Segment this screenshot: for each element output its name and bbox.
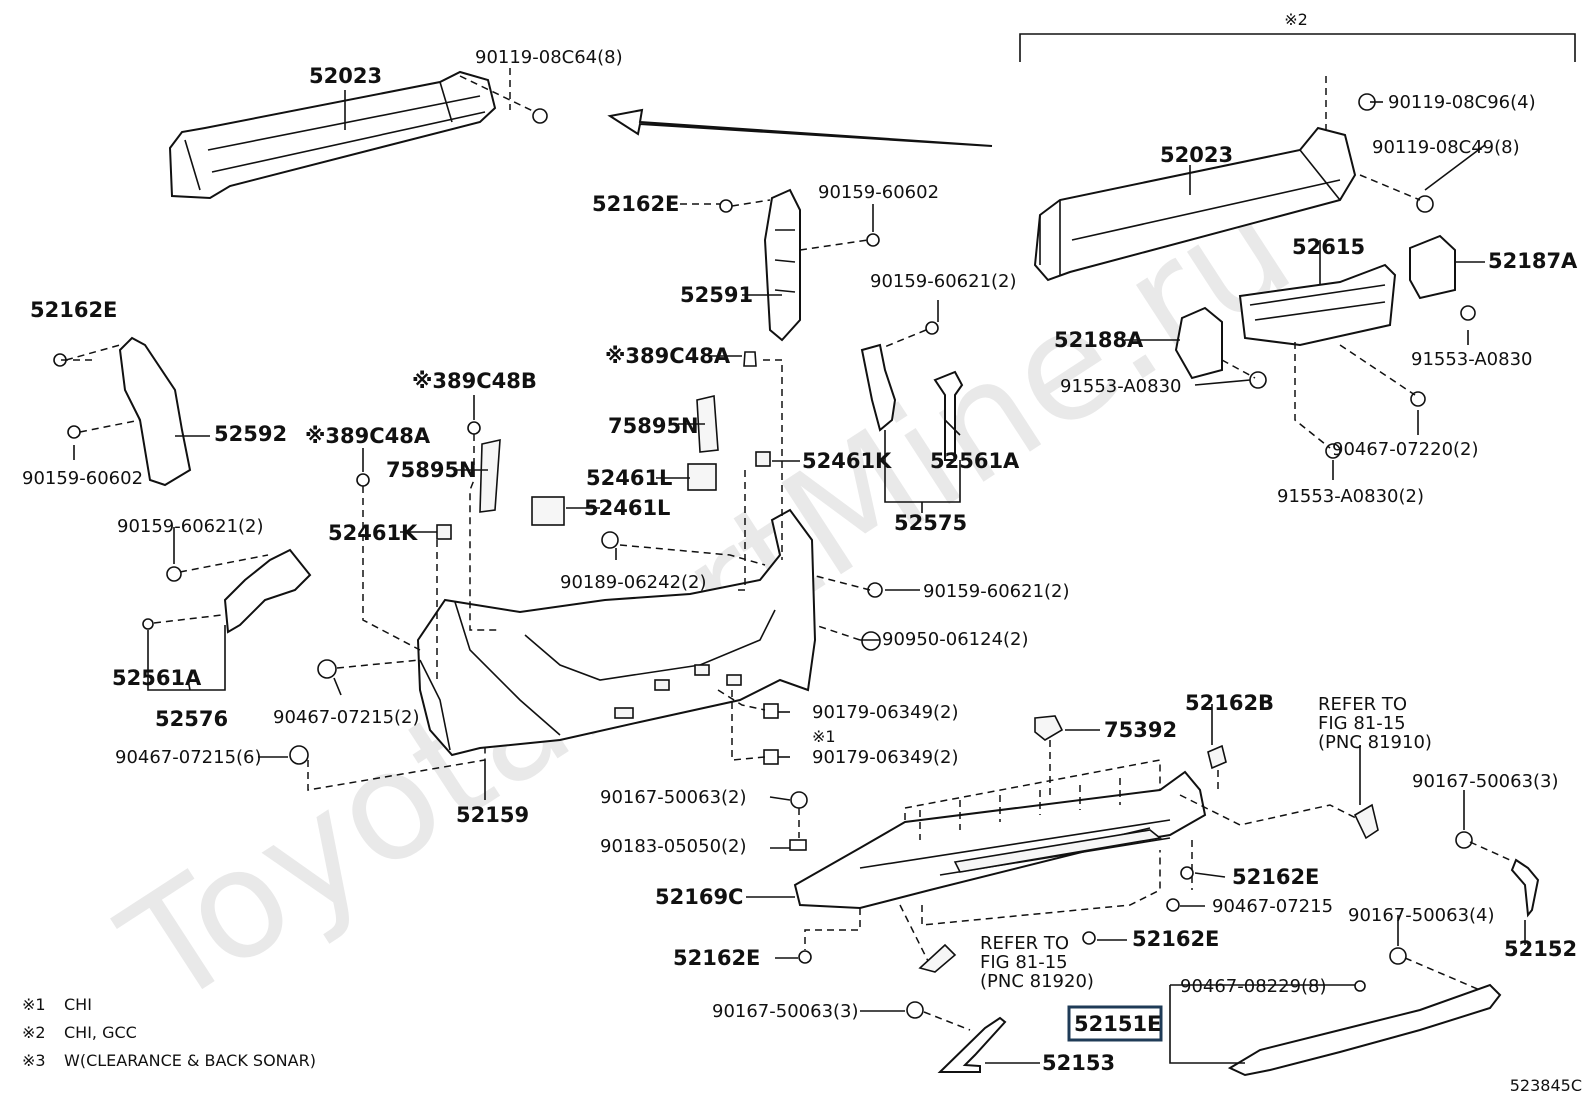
part-52151e <box>1227 983 1502 1077</box>
label-90159-60602-left: 90159-60602 <box>22 468 143 489</box>
label-90183-05050: 90183-05050(2) <box>600 836 747 857</box>
reinforcement-52023-left <box>168 70 548 200</box>
label-75895n-right: 75895N <box>608 414 699 438</box>
label-52461k-right: 52461K <box>802 449 892 473</box>
legend-text-1: CHI <box>64 995 92 1014</box>
label-90467-08229: 90467-08229(8) <box>1180 976 1327 997</box>
part-52188a <box>1174 306 1223 380</box>
label-90119-08c64: 90119-08C64(8) <box>475 47 623 68</box>
label-75895n-left: 75895N <box>386 458 477 482</box>
label-note-1: ※1 <box>812 727 836 746</box>
label-52592: 52592 <box>214 422 287 446</box>
label-90167-50063-2: 90167-50063(2) <box>600 787 747 808</box>
label-52162e-a: 52162E <box>1232 865 1319 889</box>
label-52461l-b: 52461L <box>584 496 670 520</box>
label-89c48a-top: ※389C48A <box>605 344 731 368</box>
part-75392 <box>1034 715 1064 741</box>
label-pnc-81920: (PNC 81920) <box>980 971 1094 992</box>
label-refer-to-b: REFER TO <box>980 933 1069 954</box>
label-52188a: 52188A <box>1054 328 1144 352</box>
label-90159-60602-top: 90159-60602 <box>818 182 939 203</box>
label-52187a: 52187A <box>1488 249 1578 273</box>
label-fig-81-15-a: FIG 81-15 <box>1318 713 1406 734</box>
label-52162e-top: 52162E <box>592 192 679 216</box>
callout-labels: 52023 90119-08C64(8) 52023 90119-08C96(4… <box>22 47 1578 1075</box>
label-52576: 52576 <box>155 707 228 731</box>
label-75392: 75392 <box>1104 718 1177 742</box>
label-90167-50063-3a: 90167-50063(3) <box>1412 771 1559 792</box>
label-90179-06349-b: 90179-06349(2) <box>812 747 959 768</box>
diagram-id: 523845C <box>1510 1076 1582 1095</box>
part-52162b <box>1207 744 1227 770</box>
label-90159-60621-a: 90159-60621(2) <box>870 271 1017 292</box>
refer-piece-81920 <box>918 943 957 973</box>
leader-lines <box>58 68 1526 1064</box>
legend-text-3: W(CLEARANCE & BACK SONAR) <box>64 1051 316 1070</box>
label-90159-60621-b: 90159-60621(2) <box>923 581 1070 602</box>
lower-fasteners <box>789 791 1473 1019</box>
label-91553-a0830-2: 91553-A0830(2) <box>1277 486 1424 507</box>
legend-mark-1: ※1 <box>22 995 46 1014</box>
label-52152: 52152 <box>1504 937 1577 961</box>
label-89c48b: ※389C48B <box>412 369 537 393</box>
label-90179-06349-a: 90179-06349(2) <box>812 702 959 723</box>
label-52153: 52153 <box>1042 1051 1115 1075</box>
label-52023-left: 52023 <box>309 64 382 88</box>
label-90467-07215-b: 90467-07215 <box>1212 896 1333 917</box>
sensor-caps <box>289 351 883 765</box>
label-52561a-right: 52561A <box>930 449 1020 473</box>
part-52576-assembly <box>142 548 312 691</box>
label-52159: 52159 <box>456 803 529 827</box>
label-91553-a0830-b: 91553-A0830 <box>1411 349 1532 370</box>
label-91553-a0830-a: 91553-A0830 <box>1060 376 1181 397</box>
label-90159-60621-left: 90159-60621(2) <box>117 516 264 537</box>
label-52169c: 52169C <box>655 885 743 909</box>
part-52591 <box>719 188 880 342</box>
group-bracket: ※2 <box>1019 10 1576 62</box>
label-52162e-b: 52162E <box>1132 927 1219 951</box>
label-52162e-left: 52162E <box>30 298 117 322</box>
part-52153 <box>937 1016 1007 1073</box>
lower-diffuser-52169c <box>793 770 1207 910</box>
legend-mark-2: ※2 <box>22 1023 46 1042</box>
label-52162e-c: 52162E <box>673 946 760 970</box>
label-52591: 52591 <box>680 283 753 307</box>
label-90119-08c49: 90119-08C49(8) <box>1372 137 1520 158</box>
label-refer-to-a: REFER TO <box>1318 694 1407 715</box>
label-52561a-left: 52561A <box>112 666 202 690</box>
label-52151e: 52151E <box>1074 1012 1161 1036</box>
label-89c48a-left: ※389C48A <box>305 424 431 448</box>
label-52023-right: 52023 <box>1160 143 1233 167</box>
label-90167-50063-3b: 90167-50063(3) <box>712 1001 859 1022</box>
label-90467-07215-6: 90467-07215(6) <box>115 747 262 768</box>
label-52615: 52615 <box>1292 235 1365 259</box>
group-note: ※2 <box>1284 10 1308 29</box>
label-90950-06124: 90950-06124(2) <box>882 629 1029 650</box>
label-pnc-81910: (PNC 81910) <box>1318 732 1432 753</box>
label-52162b: 52162B <box>1185 691 1274 715</box>
label-90467-07215-a: 90467-07215(2) <box>273 707 420 728</box>
legend-text-2: CHI, GCC <box>64 1023 137 1042</box>
part-52152 <box>1510 858 1540 918</box>
label-52575: 52575 <box>894 511 967 535</box>
label-90467-07220: 90467-07220(2) <box>1332 439 1479 460</box>
reinforcement-52023-right <box>1033 76 1434 282</box>
label-fig-81-15-b: FIG 81-15 <box>980 952 1068 973</box>
part-52615 <box>1238 263 1397 347</box>
label-90189-06242: 90189-06242(2) <box>560 572 707 593</box>
part-52187a <box>1409 234 1456 300</box>
bumper-cover-52159 <box>416 508 817 757</box>
label-90119-08c96: 90119-08C96(4) <box>1388 92 1536 113</box>
refer-piece-81910 <box>1353 803 1379 840</box>
legend-mark-3: ※3 <box>22 1051 46 1070</box>
label-52461l-a: 52461L <box>586 466 672 490</box>
highlight-box-52151e <box>1067 1005 1163 1042</box>
label-52461k-left: 52461K <box>328 521 418 545</box>
label-90167-50063-4: 90167-50063(4) <box>1348 905 1495 926</box>
direction-arrow <box>607 108 993 147</box>
legend: ※1 CHI ※2 CHI, GCC ※3 W(CLEARANCE & BACK… <box>22 995 316 1070</box>
